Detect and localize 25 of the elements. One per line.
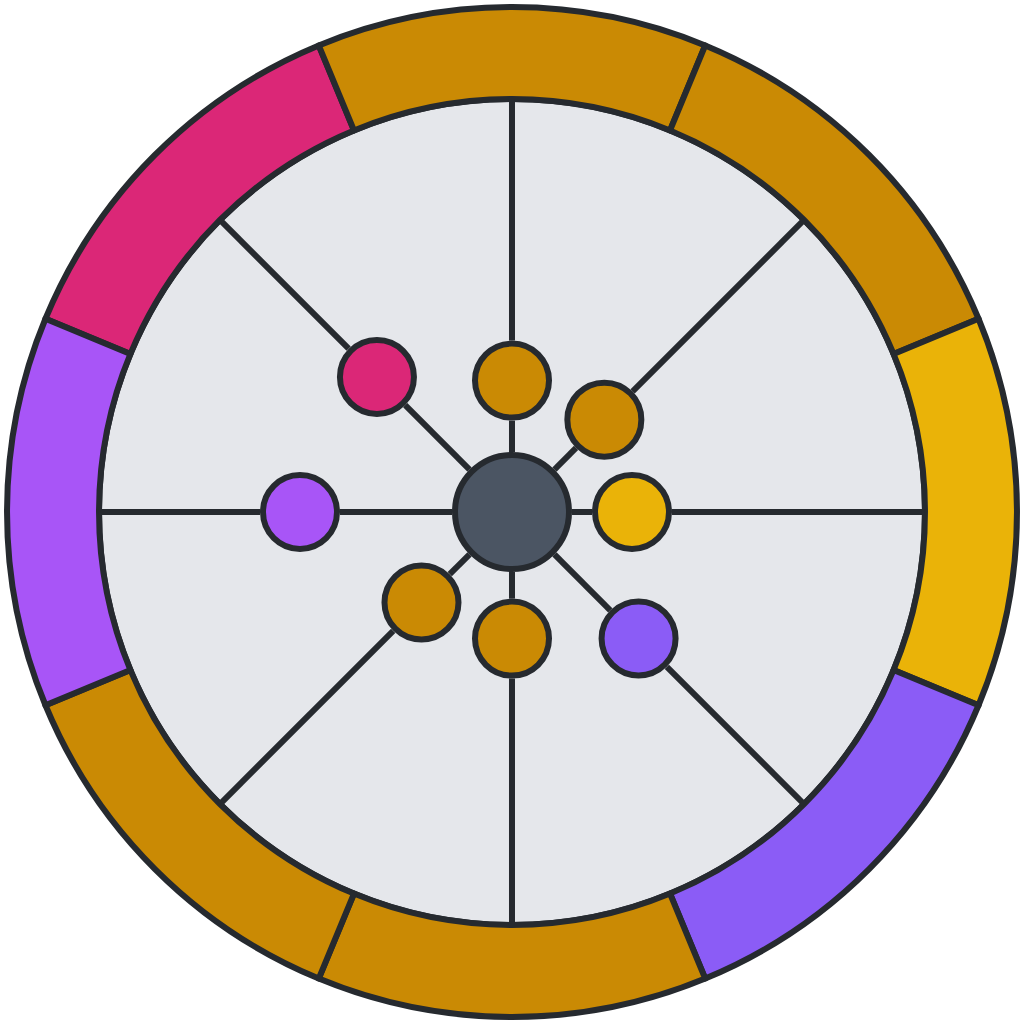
spoke	[509, 678, 515, 925]
spoke	[672, 509, 925, 515]
ring-segment	[42, 667, 357, 982]
ring-segment	[315, 4, 709, 134]
hub-circle	[452, 452, 572, 572]
spoke	[552, 445, 579, 472]
spoke	[509, 572, 515, 599]
spoke	[572, 509, 592, 515]
spoke	[664, 664, 807, 807]
spoke	[340, 509, 452, 515]
spoke	[447, 552, 472, 577]
spoke	[217, 217, 351, 351]
spoke	[509, 99, 515, 341]
ring-segment	[667, 667, 982, 982]
spoke	[552, 552, 613, 613]
spoke	[630, 217, 807, 394]
spoke	[217, 628, 396, 807]
spoke	[403, 403, 472, 472]
ring-segment	[4, 315, 134, 709]
ring-segment	[890, 315, 1020, 709]
ring-segment	[42, 42, 357, 357]
ring-segment	[315, 890, 709, 1020]
spoke	[99, 509, 260, 515]
spoke	[509, 420, 515, 452]
ring-segment	[667, 42, 982, 357]
